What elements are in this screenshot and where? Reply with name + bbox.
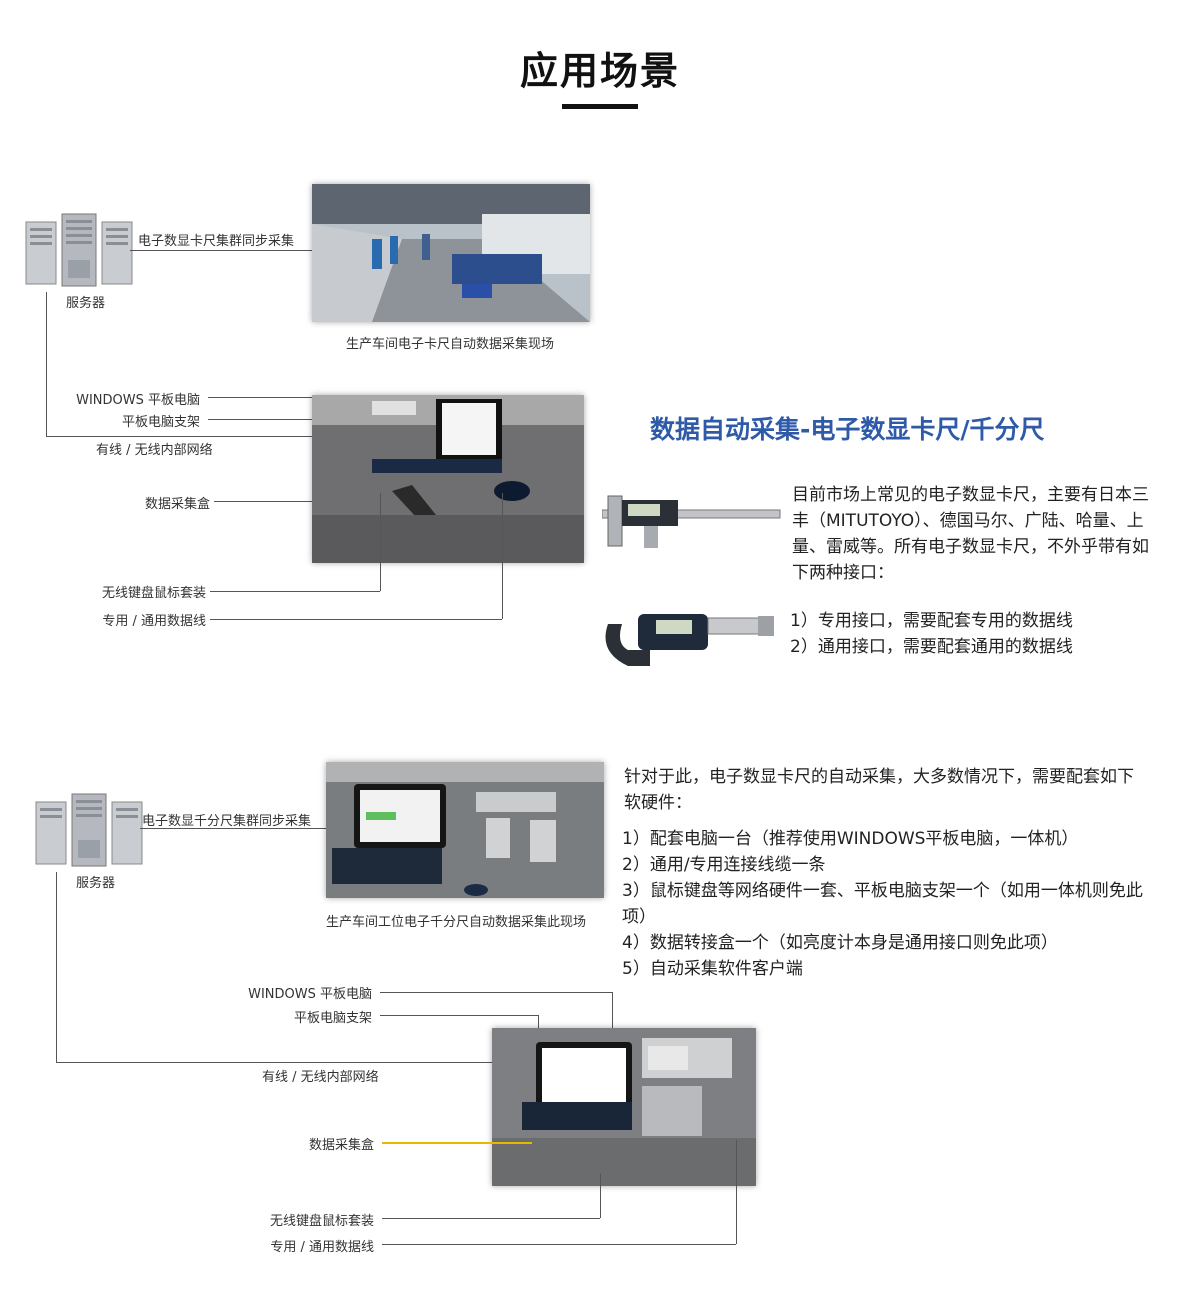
interface-item: 2）通用接口，需要配套通用的数据线 <box>790 637 1073 657</box>
interface-list: 1）专用接口，需要配套专用的数据线 2）通用接口，需要配套通用的数据线 <box>790 608 1170 660</box>
requirements-intro-text: 针对于此，电子数显卡尺的自动采集，大多数情况下，需要配套如下软硬件： <box>624 767 1134 813</box>
section-heading: 数据自动采集-电子数显卡尺/千分尺 <box>650 415 1045 444</box>
requirement-item: 5）自动采集软件客户端 <box>622 959 803 979</box>
sync-label: 电子数显卡尺集群同步采集 <box>138 234 295 249</box>
requirement-item: 4）数据转接盒一个（如亮度计本身是通用接口则免此项） <box>622 933 1058 953</box>
caliper-intro: 目前市场上常见的电子数显卡尺，主要有日本三丰（MITUTOYO）、德国马尔、广陆… <box>792 482 1154 586</box>
sync-connector-2 <box>140 828 326 829</box>
server-icon-2 <box>34 790 144 870</box>
requirement-item: 2）通用/专用连接线缆一条 <box>622 855 826 875</box>
callout-tablet-line <box>208 397 312 398</box>
sync-connector <box>130 250 312 251</box>
network-line-v <box>46 292 47 436</box>
callout-tablet-line-v-2 <box>612 992 613 1040</box>
callout-keyboard-line-v <box>380 493 381 591</box>
server-label: 服务器 <box>66 296 106 311</box>
interface-item: 1）专用接口，需要配套专用的数据线 <box>790 611 1073 631</box>
workshop-caption: 生产车间电子卡尺自动数据采集现场 <box>346 337 555 352</box>
page-title: 应用场景 <box>519 49 680 93</box>
desk-photo <box>312 395 584 563</box>
caliper-intro-text: 目前市场上常见的电子数显卡尺，主要有日本三丰（MITUTOYO）、德国马尔、广陆… <box>792 485 1149 583</box>
desk-photo-2 <box>492 1028 756 1186</box>
callout-cable-line <box>210 619 502 620</box>
callout-keyboard: 无线键盘鼠标套装 <box>101 586 206 601</box>
callout-keyboard-2: 无线键盘鼠标套装 <box>269 1214 374 1229</box>
callout-tablet: WINDOWS 平板电脑 <box>76 393 200 408</box>
callout-cable-line-v <box>502 493 503 619</box>
callout-stand: 平板电脑支架 <box>121 415 200 430</box>
requirement-item: 3）鼠标键盘等网络硬件一套、平板电脑支架一个（如用一体机则免此项） <box>622 881 1143 927</box>
callout-keyboard-line <box>210 591 380 592</box>
callout-box: 数据采集盒 <box>144 497 210 512</box>
title-underline <box>562 104 638 109</box>
callout-box-line-2 <box>382 1142 532 1144</box>
callout-cable-line-v-2 <box>736 1140 737 1244</box>
micrometer-image <box>598 604 778 672</box>
callout-cable-line-2 <box>382 1244 736 1245</box>
workshop-photo-2 <box>326 762 604 898</box>
requirements-intro: 针对于此，电子数显卡尺的自动采集，大多数情况下，需要配套如下软硬件： <box>624 764 1148 816</box>
callout-stand-2: 平板电脑支架 <box>293 1011 372 1026</box>
server-label-2: 服务器 <box>76 876 116 891</box>
network-line-h <box>46 436 312 437</box>
requirements-list: 1）配套电脑一台（推荐使用WINDOWS平板电脑，一体机） 2）通用/专用连接线… <box>622 826 1158 982</box>
workshop-caption-2: 生产车间工位电子千分尺自动数据采集此现场 <box>326 915 587 930</box>
network-line-h-2 <box>56 1062 492 1063</box>
callout-tablet-line-2 <box>380 992 612 993</box>
requirement-item: 1）配套电脑一台（推荐使用WINDOWS平板电脑，一体机） <box>622 829 1079 849</box>
callout-keyboard-line-v-2 <box>600 1174 601 1218</box>
callout-stand-line-v-2 <box>538 1015 539 1040</box>
network-line-v-2 <box>56 872 57 1062</box>
callout-box-2: 数据采集盒 <box>308 1138 374 1153</box>
server-icon <box>24 210 134 290</box>
callout-tablet-2: WINDOWS 平板电脑 <box>248 987 372 1002</box>
callout-network-2: 有线 / 无线内部网络 <box>262 1070 379 1085</box>
callout-stand-line-2 <box>380 1015 538 1016</box>
callout-cable-2: 专用 / 通用数据线 <box>270 1240 374 1255</box>
callout-network: 有线 / 无线内部网络 <box>96 443 213 458</box>
callout-cable: 专用 / 通用数据线 <box>102 614 206 629</box>
workshop-photo <box>312 184 590 322</box>
caliper-image <box>602 492 782 552</box>
callout-stand-line <box>208 419 312 420</box>
callout-box-line <box>214 501 312 502</box>
callout-keyboard-line-2 <box>382 1218 600 1219</box>
sync-label-2: 电子数显千分尺集群同步采集 <box>142 814 312 829</box>
